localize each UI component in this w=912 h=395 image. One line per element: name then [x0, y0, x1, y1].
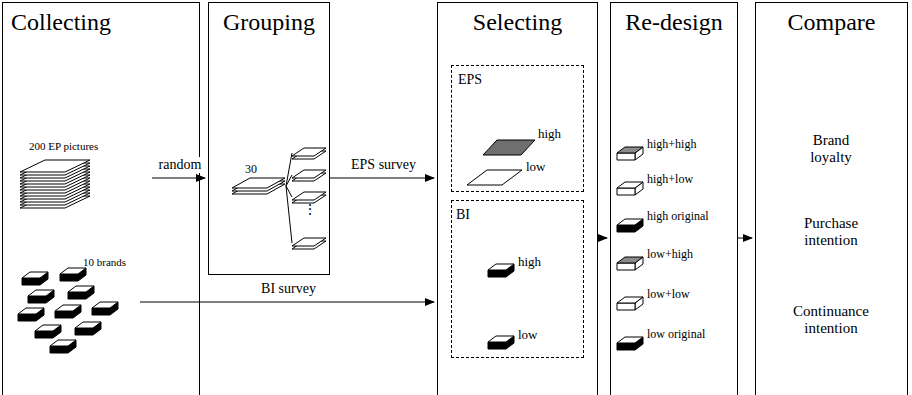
stage-panel: Collecting 200 EP pictures 10 brands	[2, 2, 200, 395]
item-label: high	[538, 127, 561, 142]
dashed-group: EPS	[451, 65, 584, 192]
box-top	[28, 290, 54, 296]
box-top	[617, 182, 643, 188]
group-sub-stack	[292, 170, 326, 178]
flow-arrow	[738, 238, 752, 239]
box-front	[617, 188, 635, 195]
box-top	[92, 302, 118, 308]
node-title: BI	[456, 207, 470, 223]
box-top	[617, 147, 643, 153]
box-front	[92, 308, 110, 315]
box-top	[60, 268, 86, 274]
node-title: Re-design	[611, 9, 737, 37]
node-title: Selecting	[438, 9, 597, 37]
box-front	[488, 270, 506, 277]
box-top	[488, 336, 514, 342]
item-label: high+low	[647, 173, 693, 187]
node-title: 200 EP pictures	[29, 140, 98, 153]
flow-arrow	[140, 302, 434, 303]
box-front	[50, 346, 68, 353]
box-top	[35, 325, 61, 331]
picture-group: 200 EP pictures	[15, 138, 152, 212]
eps-high-picture	[483, 140, 535, 155]
box-top	[617, 257, 643, 263]
box-front	[55, 311, 73, 318]
dashed-group: BI	[451, 200, 584, 358]
node-title: Compare	[756, 9, 907, 37]
group-sub-stack	[292, 192, 326, 200]
box-front	[617, 263, 635, 270]
item-label: high	[518, 255, 541, 270]
box-top	[617, 219, 643, 225]
edge-label: random	[157, 157, 204, 173]
box-front	[617, 225, 635, 232]
box-front	[617, 303, 635, 310]
box-top	[18, 308, 44, 314]
box-front	[18, 314, 36, 321]
flow-arrow	[152, 178, 205, 179]
stage-panel: Grouping	[208, 2, 330, 275]
outcome-label: Purchase intention	[804, 215, 858, 250]
box-top	[50, 340, 76, 346]
node-title: Grouping	[209, 9, 329, 37]
box-front	[617, 343, 635, 350]
item-label: low+high	[647, 248, 693, 262]
fan-line	[286, 186, 292, 243]
node-title: 10 brands	[83, 256, 126, 269]
brand-group: 10 brands	[15, 252, 140, 357]
item-label: 30	[245, 163, 257, 177]
box-front	[75, 328, 93, 335]
item-label: low	[526, 160, 546, 175]
eps-low-picture	[467, 170, 522, 185]
item-label: low	[518, 328, 538, 343]
picture-stack	[20, 160, 90, 172]
item-label: low+low	[647, 288, 690, 302]
fan-line	[286, 153, 292, 186]
item-label: ⋮	[303, 202, 317, 218]
group-stack	[232, 178, 285, 188]
flow-arrow	[598, 238, 607, 239]
box-front	[68, 292, 86, 299]
group-sub-stack	[292, 238, 326, 246]
item-label: high original	[647, 210, 709, 224]
node-title: EPS	[458, 72, 482, 88]
edge-label: EPS survey	[349, 157, 418, 173]
outcome-label: Continuance intention	[793, 303, 869, 338]
flow-arrow	[330, 178, 434, 179]
box-front	[488, 342, 506, 349]
box-front	[35, 331, 53, 338]
box-top	[488, 264, 514, 270]
item-label: high+high	[647, 138, 696, 152]
edge-label: BI survey	[259, 281, 318, 297]
item-label: low original	[647, 328, 705, 342]
outcome-label: Brand loyalty	[810, 132, 852, 167]
box-front	[22, 278, 40, 285]
box-top	[617, 337, 643, 343]
node-title: Collecting	[11, 9, 111, 37]
box-top	[75, 322, 101, 328]
box-front	[617, 153, 635, 160]
box-top	[617, 297, 643, 303]
fan-line	[286, 175, 292, 186]
stage-panel: SelectingEPS BI	[437, 2, 598, 395]
box-top	[55, 305, 81, 311]
box-front	[28, 296, 46, 303]
group-sub-stack	[292, 148, 326, 156]
box-top	[22, 272, 48, 278]
box-front	[60, 274, 78, 281]
box-top	[68, 286, 94, 292]
